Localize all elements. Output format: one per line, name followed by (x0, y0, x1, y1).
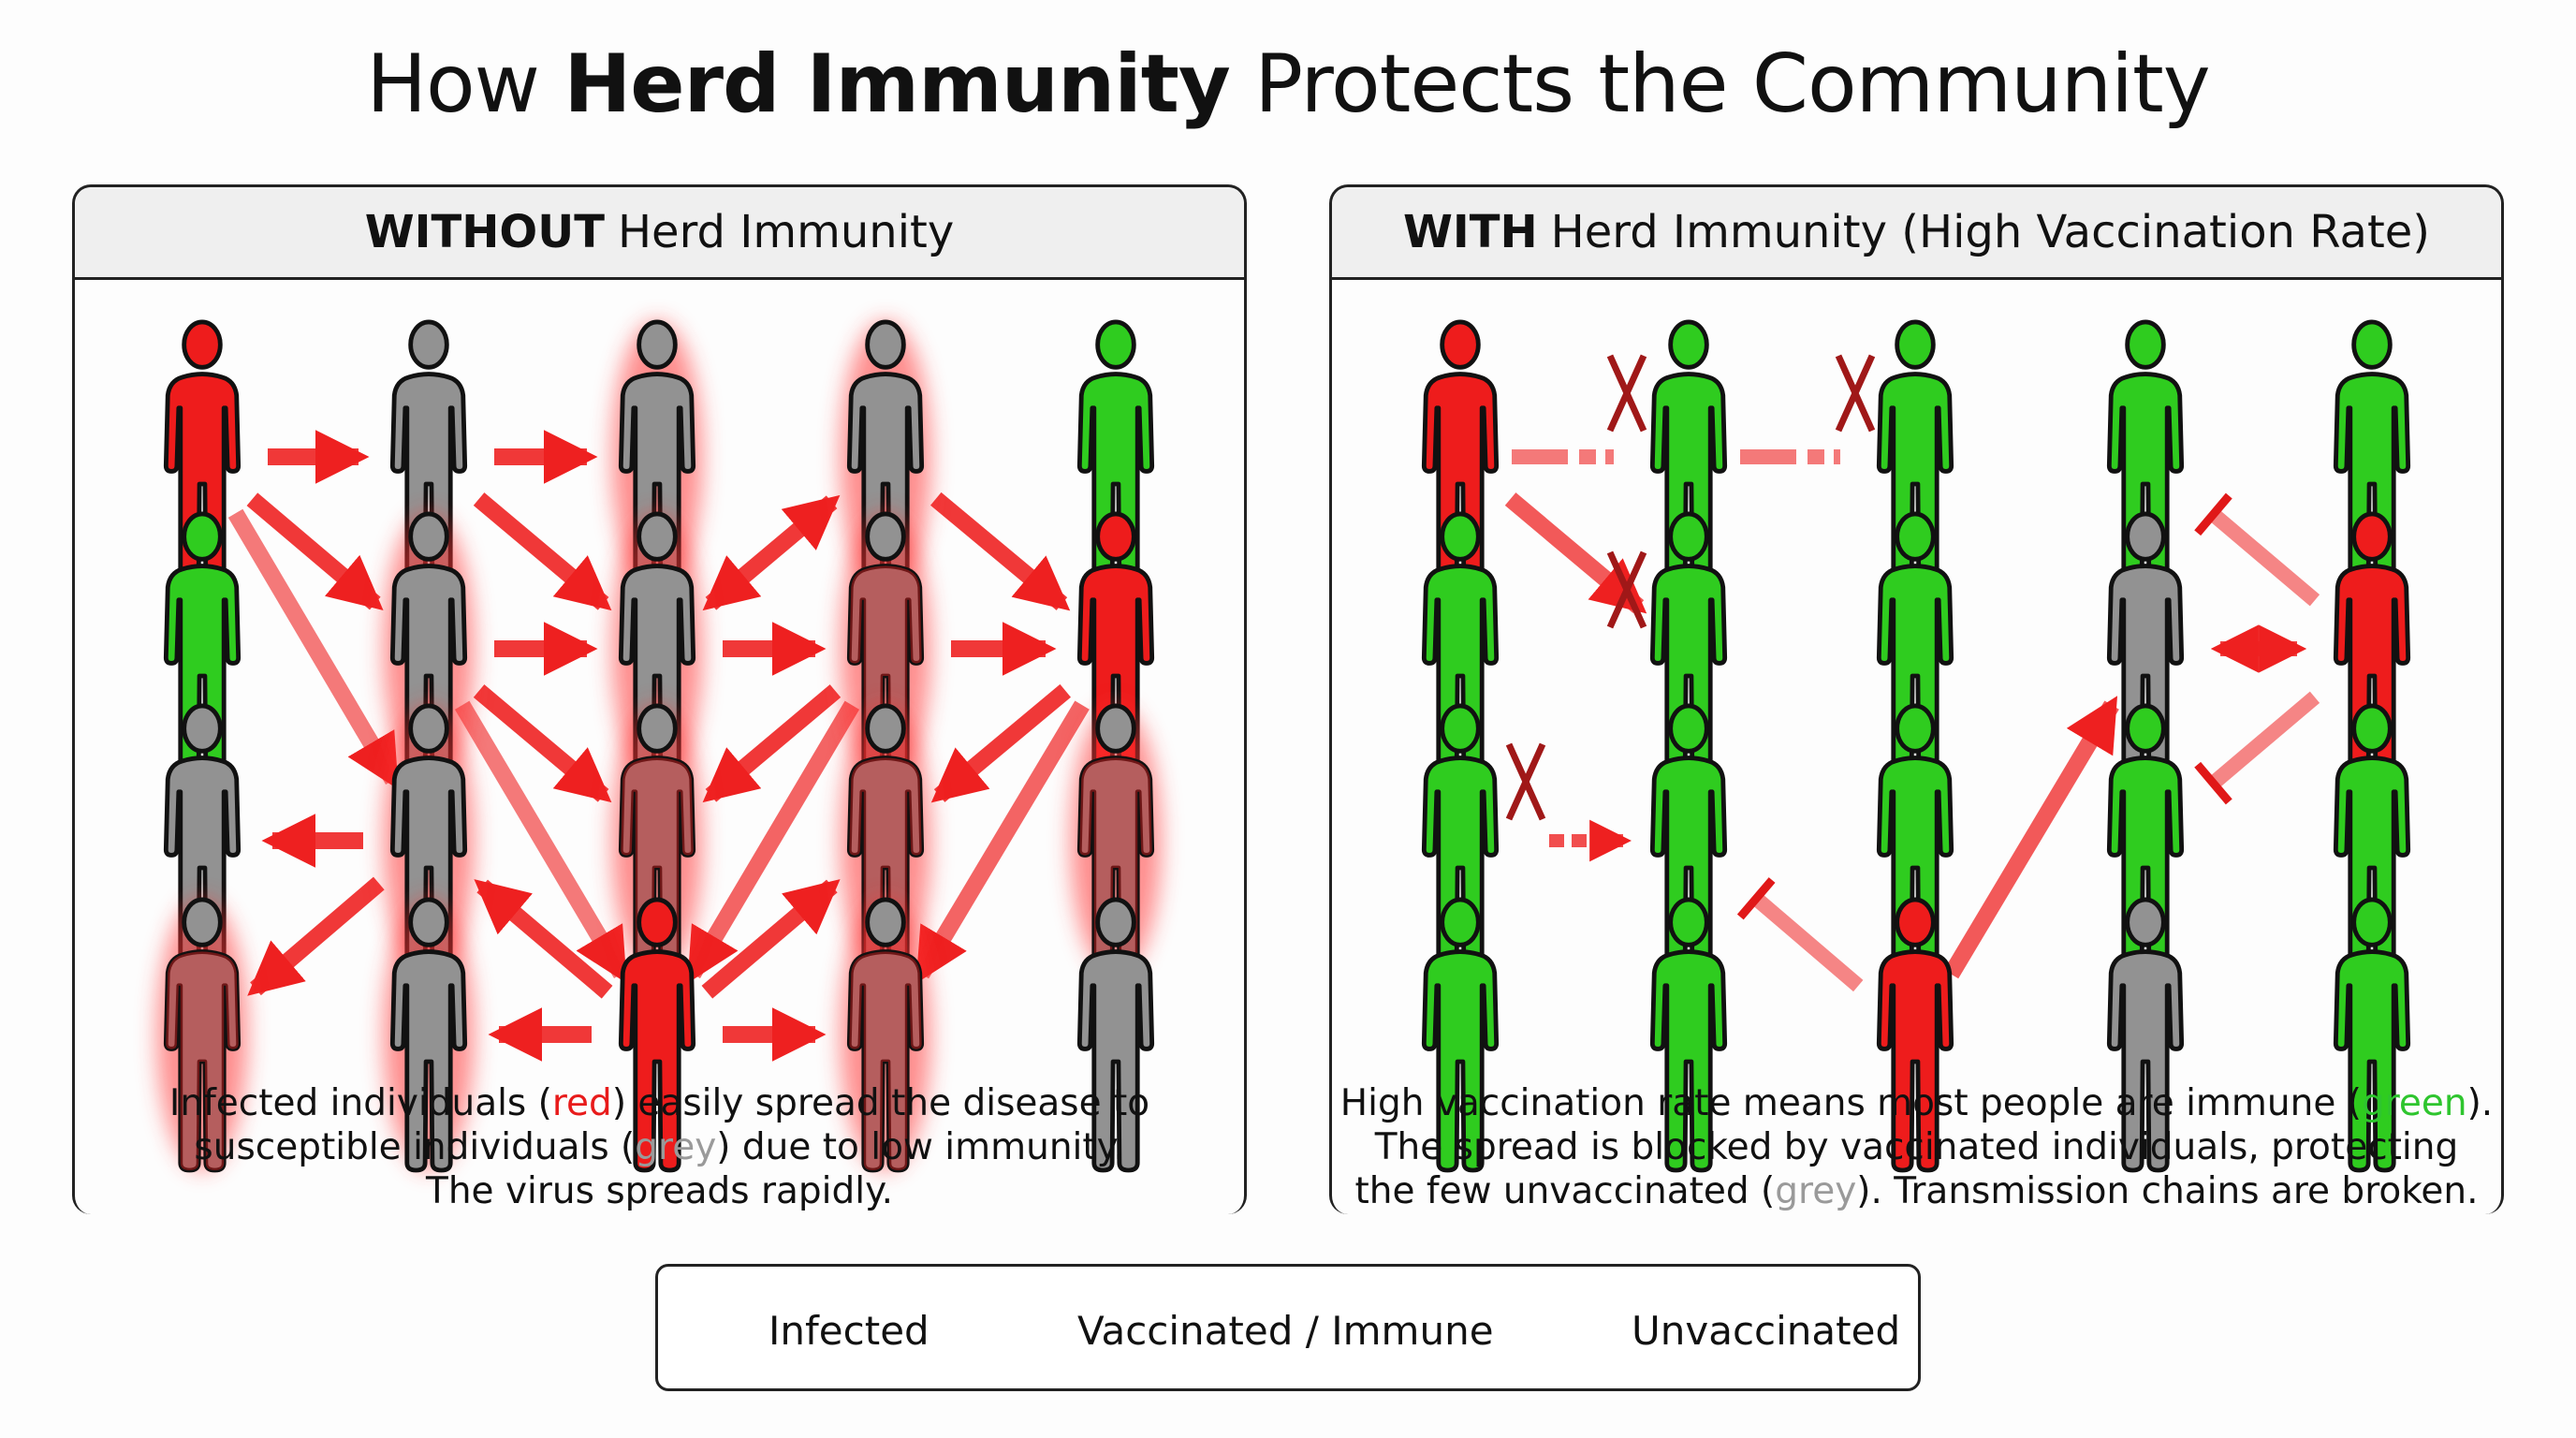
person-without-r4c1 (156, 897, 248, 1173)
transmission-arrow (227, 508, 401, 790)
transmission-arrow (473, 492, 612, 611)
transmission-arrow (930, 492, 1071, 611)
transmission-arrows-without (227, 430, 1090, 1062)
legend-label-unvaccinated: Unvaccinated (1632, 1308, 1901, 1354)
caption-without: Infected individuals (red) easily spread… (168, 1082, 1150, 1212)
blocked-bar-icon (1736, 877, 1776, 920)
person-with-r4c2 (1649, 897, 1728, 1173)
transmission-arrow (246, 492, 384, 610)
person-without-r4c5 (1076, 897, 1155, 1173)
legend: Infected Vaccinated / Immune Unvaccinate… (655, 1264, 1921, 1391)
transmission-arrow (930, 683, 1071, 803)
transmission-arrow (914, 700, 1090, 984)
transmission-arrow (474, 879, 613, 999)
transmission-arrow (473, 684, 612, 803)
transmission-arrow (2208, 508, 2320, 607)
transmission-arrows-with (1504, 354, 2320, 992)
person-with-r4c1 (1421, 897, 1500, 1173)
person-with-r4c3 (1876, 897, 1954, 1173)
people-grid (156, 319, 2411, 1173)
transmission-arrow (1504, 492, 1647, 614)
person-without-r4c4 (840, 897, 931, 1173)
transmission-arrow (685, 700, 860, 984)
blocked-bar-icon (2194, 492, 2232, 536)
transmission-arrow (702, 494, 841, 611)
transmission-arrow (702, 684, 842, 803)
transmission-arrow (1943, 696, 2119, 979)
person-without-r4c3 (618, 897, 696, 1173)
person-without-r4c2 (383, 897, 475, 1173)
page-title: How Herd Immunity Protects the Community (366, 37, 2210, 131)
caption-with: High vaccination rate means most people … (1339, 1082, 2494, 1212)
person-with-r4c4 (2106, 897, 2185, 1173)
transmission-arrow (454, 700, 629, 984)
transmission-arrow (1750, 892, 1864, 992)
transmission-arrow (247, 876, 385, 996)
transmission-arrow (2208, 691, 2320, 789)
legend-label-infected: Infected (768, 1308, 929, 1354)
person-with-r4c5 (2333, 897, 2411, 1173)
blocked-bar-icon (2194, 761, 2232, 805)
legend-label-vaccinated: Vaccinated / Immune (1077, 1308, 1494, 1354)
